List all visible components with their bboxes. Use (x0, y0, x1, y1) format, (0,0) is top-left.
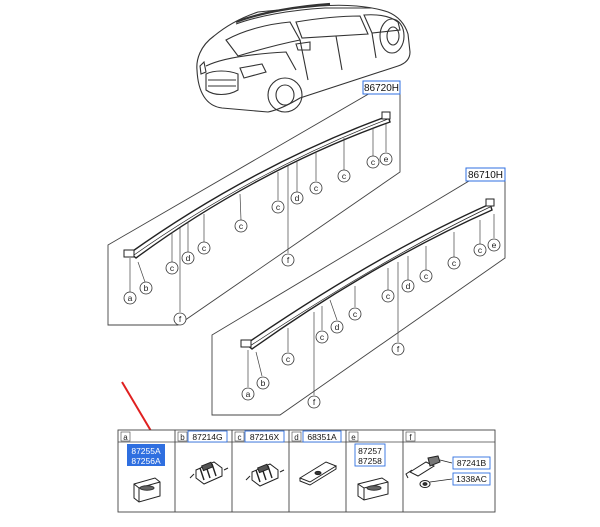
svg-text:c: c (170, 263, 175, 273)
svg-text:c: c (386, 291, 391, 301)
svg-text:f: f (179, 314, 182, 324)
svg-text:a: a (128, 293, 133, 303)
part-number-87214G[interactable]: 87214G (192, 432, 222, 442)
legend-cell-b[interactable]: b 87214G (177, 430, 229, 485)
callout-c[interactable]: c (309, 181, 323, 195)
legend-letter-c: c (238, 433, 242, 442)
legend-cell-d[interactable]: d 68351A (291, 430, 342, 486)
svg-text:c: c (286, 354, 291, 364)
svg-text:d: d (335, 322, 340, 332)
svg-text:c: c (320, 332, 325, 342)
svg-text:c: c (314, 183, 319, 193)
svg-text:d: d (186, 253, 191, 263)
svg-text:c: c (424, 271, 429, 281)
svg-text:d: d (295, 193, 300, 203)
callout-c[interactable]: c (473, 243, 487, 257)
part-number-1338AC[interactable]: 1338AC (456, 474, 487, 484)
part-number-87241B[interactable]: 87241B (457, 458, 487, 468)
svg-text:a: a (246, 389, 251, 399)
svg-text:c: c (353, 309, 358, 319)
part-number-87255A[interactable]: 87255A (131, 446, 161, 456)
part-number-87216X[interactable]: 87216X (250, 432, 280, 442)
callout-c[interactable]: c (337, 169, 351, 183)
callout-group-upper: a b c d c f c d c c c e f c (123, 152, 393, 326)
legend-letter-e: e (351, 433, 356, 442)
svg-text:f: f (287, 255, 290, 265)
svg-text:c: c (239, 221, 244, 231)
retainer-clip-icon (245, 463, 285, 487)
legend-cell-f[interactable]: f 87241B 1338AC (405, 431, 491, 488)
callout-c[interactable]: c (315, 330, 329, 344)
roof-rail-assembly-lower: 86710H a b c d c f c d c c (211, 167, 506, 416)
svg-text:e: e (384, 154, 389, 164)
part-number-87258[interactable]: 87258 (358, 456, 382, 466)
legend-cell-e[interactable]: e 87257 87258 (348, 431, 389, 501)
callout-f[interactable]: f (391, 342, 405, 356)
part-number-68351A[interactable]: 68351A (307, 432, 337, 442)
legend-letter-d: d (294, 433, 298, 442)
callout-c[interactable]: c (197, 241, 211, 255)
part-number-upper: 86720H (364, 83, 399, 94)
legend-letter-a: a (123, 433, 128, 442)
part-number-87257[interactable]: 87257 (358, 446, 382, 456)
callout-group-lower: a b c d c f c d c c c e f c (241, 238, 501, 409)
callout-d[interactable]: d (401, 279, 415, 293)
callout-f[interactable]: f (173, 312, 187, 326)
callout-e[interactable]: e (487, 238, 501, 252)
callout-c[interactable]: c (165, 261, 179, 275)
callout-c[interactable]: c (419, 269, 433, 283)
callout-d[interactable]: d (330, 320, 344, 334)
roof-rail-lower (244, 203, 493, 350)
svg-text:f: f (313, 397, 316, 407)
svg-text:c: c (202, 243, 207, 253)
svg-text:c: c (276, 202, 281, 212)
car-illustration (196, 2, 411, 113)
svg-text:c: c (452, 258, 457, 268)
svg-text:b: b (261, 378, 266, 388)
svg-text:c: c (478, 245, 483, 255)
callout-d[interactable]: d (290, 191, 304, 205)
callout-c[interactable]: c (271, 200, 285, 214)
callout-f[interactable]: f (281, 253, 295, 267)
legend-letter-b: b (180, 433, 185, 442)
callout-c[interactable]: c (447, 256, 461, 270)
svg-text:f: f (397, 344, 400, 354)
legend-cell-c[interactable]: c 87216X (234, 430, 285, 487)
svg-text:c: c (371, 157, 376, 167)
callout-a[interactable]: a (123, 291, 137, 305)
callout-c[interactable]: c (366, 155, 380, 169)
part-number-87256A[interactable]: 87256A (131, 456, 161, 466)
svg-text:d: d (406, 281, 411, 291)
bolt-nut-icon (405, 455, 453, 488)
svg-text:e: e (492, 240, 497, 250)
part-number-lower: 86710H (468, 170, 503, 181)
callout-c[interactable]: c (281, 352, 295, 366)
svg-text:b: b (144, 283, 149, 293)
callout-c[interactable]: c (234, 219, 248, 233)
assembly-frame-lower (211, 177, 506, 416)
part-number-box-upper[interactable] (362, 80, 401, 95)
callout-e[interactable]: e (379, 152, 393, 166)
mounting-clip-icon (189, 461, 229, 485)
legend-cell-a[interactable]: a 87255A 87256A (120, 431, 165, 503)
callout-a[interactable]: a (241, 387, 255, 401)
callout-c[interactable]: c (348, 307, 362, 321)
callout-c[interactable]: c (381, 289, 395, 303)
part-number-box-lower[interactable] (465, 167, 506, 182)
callout-b[interactable]: b (256, 376, 270, 390)
legend-letter-f: f (409, 433, 412, 442)
roof-rail-upper (128, 115, 391, 259)
flat-pad-icon (298, 461, 338, 486)
svg-text:c: c (342, 171, 347, 181)
callout-b[interactable]: b (139, 281, 153, 295)
rubber-cap-icon (133, 477, 161, 503)
roof-rail-assembly-upper: 86720H a b c d c f c d (107, 80, 401, 326)
parts-legend-table: a 87255A 87256A b 87214G (117, 429, 496, 513)
callout-d[interactable]: d (181, 251, 195, 265)
callout-f[interactable]: f (307, 395, 321, 409)
end-cap-icon (357, 477, 389, 501)
